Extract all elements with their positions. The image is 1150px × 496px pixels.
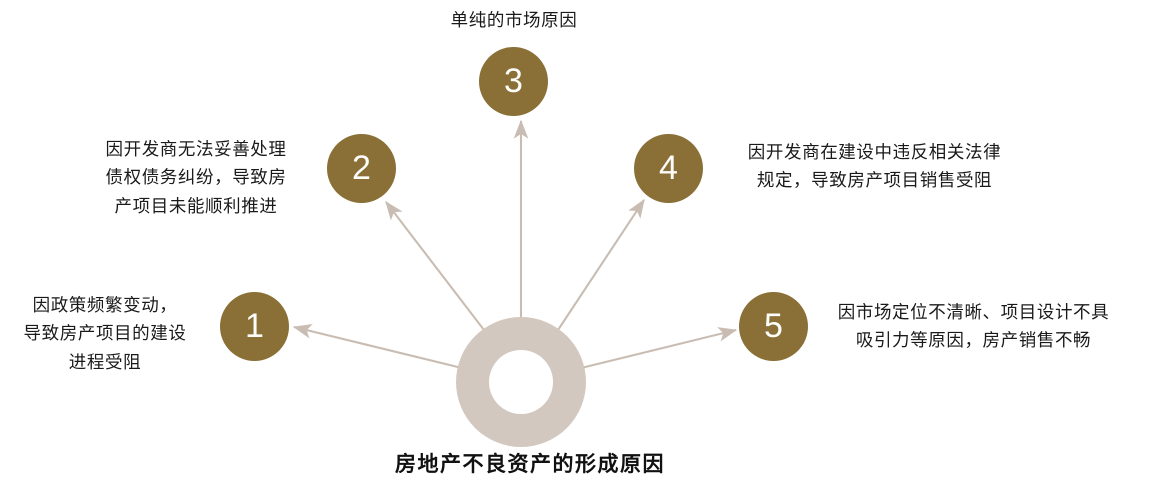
node-caption-5: 因市场定位不清晰、项目设计不具 吸引力等原因，房产销售不畅 — [837, 302, 1110, 351]
diagram-title: 房地产不良资产的形成原因 — [395, 452, 665, 476]
hub-donut — [456, 317, 586, 447]
node-caption-4: 因开发商在建设中违反相关法律 规定，导致房产项目销售受阻 — [747, 142, 1002, 191]
node-number-4: 4 — [659, 148, 678, 187]
node-circle-5[interactable]: 5 — [739, 292, 808, 361]
node-caption-3: 单纯的市场原因 — [450, 10, 578, 30]
node-circle-4[interactable]: 4 — [634, 134, 703, 203]
node-caption-2: 因开发商无法妥善处理 债权债务纠纷，导致房 产项目未能顺利推进 — [105, 139, 287, 216]
node-caption-1: 因政策频繁变动， 导致房产项目的建设 进程受阻 — [23, 295, 187, 372]
node-number-3: 3 — [504, 61, 523, 100]
connector-arrow-1 — [292, 324, 467, 371]
node-number-5: 5 — [764, 306, 783, 345]
node-circle-1[interactable]: 1 — [220, 292, 289, 361]
node-number-1: 1 — [245, 306, 264, 345]
node-number-2: 2 — [352, 148, 371, 187]
node-circle-3[interactable]: 3 — [479, 47, 548, 116]
connector-arrow-4 — [557, 198, 645, 331]
hub-donut-hole — [489, 350, 553, 414]
connector-arrow-2 — [385, 200, 485, 331]
connector-arrow-5 — [576, 327, 738, 371]
node-circle-2[interactable]: 2 — [327, 134, 396, 203]
